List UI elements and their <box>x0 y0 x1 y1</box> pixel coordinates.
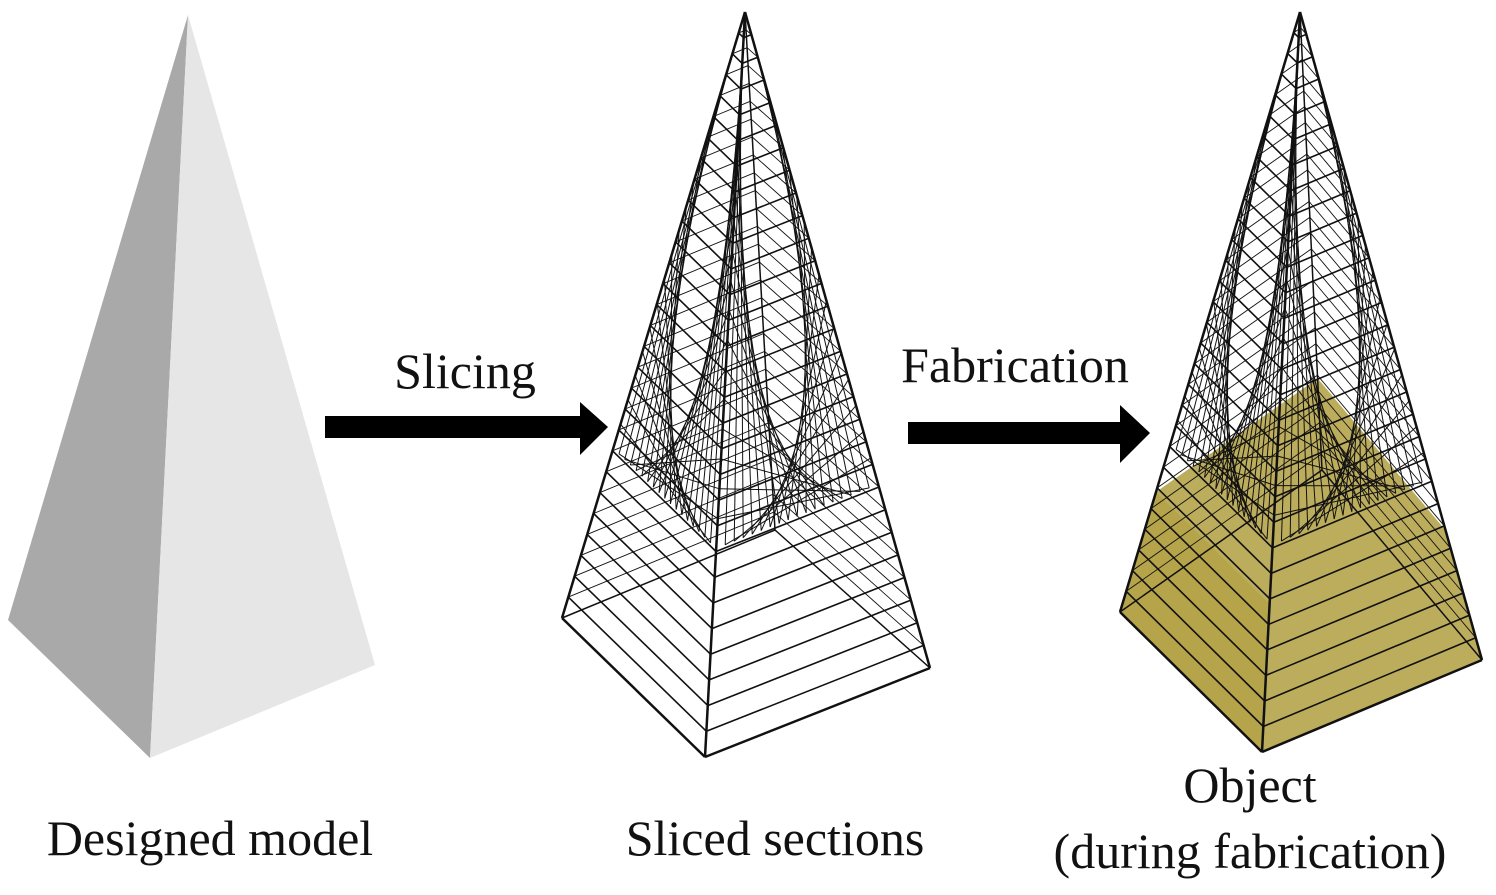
slice-line <box>1263 136 1292 165</box>
slice-line <box>740 103 771 115</box>
fabrication-arrow <box>908 405 1150 463</box>
slice-line <box>1288 53 1298 63</box>
base-edge-back-right <box>775 530 930 668</box>
slice-line <box>709 600 911 680</box>
hatch-line <box>761 353 841 530</box>
slice-line <box>735 170 789 192</box>
slice-line <box>767 387 879 487</box>
slice-line <box>713 117 738 141</box>
sliced-sections-label: Sliced sections <box>626 810 925 866</box>
slice-line <box>707 137 737 166</box>
slice-line <box>600 493 713 603</box>
slicing-label: Slicing <box>394 343 536 399</box>
slice-line <box>761 280 841 351</box>
slicing-arrow-head <box>580 402 608 455</box>
slice-line <box>711 578 905 655</box>
designed-model-label: Designed model <box>47 810 373 866</box>
fabrication-label: Fabrication <box>901 337 1129 393</box>
slice-line <box>738 125 777 140</box>
base-edge-left <box>562 618 705 757</box>
slice-line <box>706 645 923 731</box>
slice-line <box>568 597 706 731</box>
fabrication-arrow-head <box>1120 405 1150 463</box>
base-edge-right <box>705 668 930 757</box>
hatch-line <box>726 370 824 506</box>
slice-line <box>741 80 764 89</box>
slice-line <box>732 54 742 64</box>
slice-line <box>771 459 905 578</box>
slice-line <box>716 487 879 552</box>
slice-line <box>742 57 758 63</box>
slice-line <box>676 242 730 295</box>
slice-line <box>688 200 732 243</box>
slice-line <box>733 216 803 244</box>
slice-line <box>720 96 740 115</box>
slicing-arrow <box>325 402 608 455</box>
slice-line <box>1311 233 1388 325</box>
slice-line <box>715 510 886 578</box>
slice-line <box>1269 115 1293 139</box>
slice-line <box>575 576 708 705</box>
slice-line <box>737 148 784 166</box>
slice-line <box>1295 101 1325 114</box>
designed-model-pyramid <box>8 15 375 758</box>
slice-line <box>756 209 815 261</box>
slice-line <box>1311 249 1394 347</box>
sliced-sections-pyramid <box>562 12 930 757</box>
slice-line <box>581 555 709 680</box>
base-edge-back-left <box>562 530 775 618</box>
object-label: Object <box>1183 757 1316 813</box>
slice-line <box>708 623 917 706</box>
fabrication-arrow-shaft <box>908 422 1123 444</box>
model-right-face <box>150 15 375 758</box>
slice-line <box>701 158 736 192</box>
slice-line <box>587 534 710 654</box>
during-fabrication-label: (during fabrication) <box>1054 823 1447 879</box>
slice-line <box>606 472 715 578</box>
hatch-line <box>725 458 871 545</box>
slice-line <box>1291 168 1344 190</box>
hatch-line <box>718 488 869 519</box>
slicing-arrow-shaft <box>325 416 587 438</box>
slice-line <box>765 351 867 441</box>
slice-line <box>758 244 828 306</box>
object-during-fabrication-pyramid <box>1120 12 1482 752</box>
slice-line <box>773 494 917 623</box>
slice-line <box>726 75 741 89</box>
